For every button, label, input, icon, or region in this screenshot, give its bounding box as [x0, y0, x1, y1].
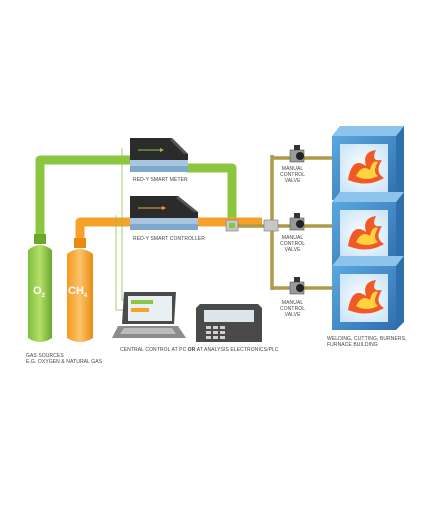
furnace-box-top [332, 126, 404, 200]
oxygen-gas-line [35, 155, 237, 238]
central-control-text-end: AT ANALYSIS ELECTRONICS/PLC [195, 347, 279, 353]
oxygen-symbol: O [33, 285, 42, 297]
gas-sources-title: GAS SOURCES [26, 353, 64, 359]
applications-label: WELDING, CUTTING, BURNERS, FURNACE BUILD… [327, 336, 407, 348]
valve-label-line: VALVE [284, 247, 301, 253]
smart-meter-label: RED-Y SMART METER [133, 177, 188, 183]
valve-label-line: CONTROL [280, 241, 306, 247]
valve-label-line: MANUAL [281, 166, 304, 172]
valve-label-line: CONTROL [280, 172, 306, 178]
methane-symbol: CH [68, 285, 84, 297]
valve-label-top: MANUAL CONTROL VALVE [280, 166, 305, 184]
smart-meter [130, 138, 188, 172]
laptop [112, 292, 186, 338]
central-control-or: OR [187, 347, 196, 353]
central-control-label: CENTRAL CONTROL AT PC OR AT ANALYSIS ELE… [120, 347, 279, 353]
oxygen-cylinder [28, 234, 52, 342]
methane-subscript: 4 [83, 293, 88, 300]
smart-meter-fitting [225, 219, 239, 232]
valve-label-line: CONTROL [280, 306, 306, 312]
smart-controller [130, 196, 198, 230]
furnace-box-bottom [332, 256, 404, 330]
plc-device [196, 304, 262, 342]
valve-label-line: VALVE [284, 312, 301, 318]
manual-valve-top [289, 145, 305, 163]
gas-sources-subtitle: E.G. OXYGEN & NATURAL GAS [26, 359, 103, 365]
valve-label-bottom: MANUAL CONTROL VALVE [280, 300, 305, 318]
valve-label-line: VALVE [284, 178, 301, 184]
valve-label-line: MANUAL [281, 300, 304, 306]
valve-label-line: MANUAL [281, 235, 304, 241]
manual-valve-bottom [289, 277, 305, 295]
plc-keypad [206, 326, 225, 339]
signal-wires [115, 148, 130, 311]
central-control-text: CENTRAL CONTROL AT PC [120, 347, 188, 353]
smart-controller-label: RED-Y SMART CONTROLLER [133, 236, 205, 242]
methane-label: CH4 [68, 285, 87, 299]
methane-cylinder [67, 238, 93, 342]
valve-label-middle: MANUAL CONTROL VALVE [280, 235, 305, 253]
manual-valve-middle [289, 213, 305, 231]
junction-fittings [263, 219, 279, 232]
gas-sources-label: GAS SOURCES E.G. OXYGEN & NATURAL GAS [26, 353, 102, 365]
applications-line: FURNACE BUILDING [327, 342, 378, 348]
applications-line: WELDING, CUTTING, BURNERS, [327, 336, 407, 342]
oxygen-subscript: 2 [41, 293, 45, 300]
oxygen-label: O2 [33, 285, 45, 299]
furnace-box-middle [332, 192, 404, 266]
